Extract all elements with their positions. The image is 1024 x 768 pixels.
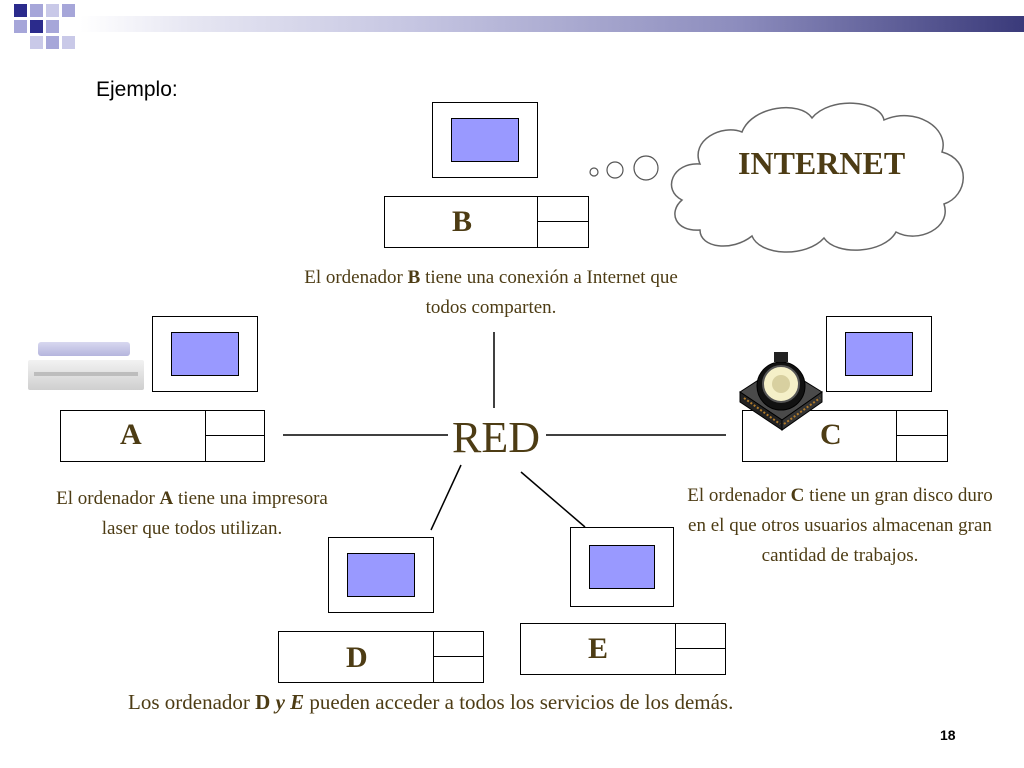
description-computer-b: El ordenador B tiene una conexión a Inte… [304,267,678,318]
system-unit [60,410,265,462]
computer-letter: C [820,418,842,451]
network-center-label: RED [452,413,540,462]
monitor-screen [451,118,519,162]
system-unit [384,196,589,248]
monitor [152,316,258,392]
internet-label: INTERNET [738,145,906,181]
footer-description: Los ordenador D y E pueden acceder a tod… [128,690,734,714]
header-gradient-bar [80,16,1024,32]
monitor-screen [171,332,239,376]
monitor-screen [347,553,415,597]
cloud-icon [589,102,964,253]
monitor [328,537,434,613]
monitor-screen [589,545,655,589]
computer-letter: D [346,641,368,674]
description-computer-a: El ordenador A tiene una impresora laser… [56,488,328,539]
monitor [826,316,932,392]
monitor-screen [845,332,913,376]
monitor [432,102,538,178]
description-computer-c: El ordenador C tiene un gran disco duro … [687,485,993,566]
slide-heading: Ejemplo: [96,78,178,101]
computer-letter: B [452,205,473,238]
printer-icon [28,338,144,394]
system-unit [520,623,726,675]
hard-disk-icon [739,352,823,431]
computer-letter: E [588,632,609,665]
page-number: 18 [940,727,956,743]
computer-letter: A [120,418,142,451]
monitor [570,527,674,607]
system-unit [278,631,484,683]
